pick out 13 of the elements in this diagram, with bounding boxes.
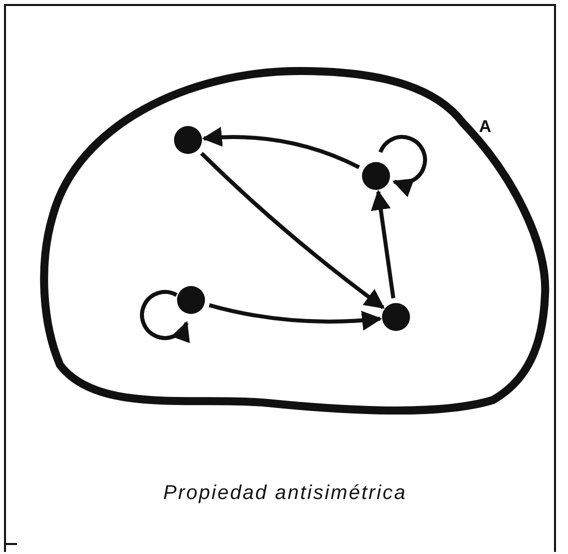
loop-arrow: [140, 290, 189, 344]
element-dot: [177, 286, 205, 314]
element-dot: [174, 126, 202, 154]
arrow: [200, 152, 385, 310]
element-dot: [382, 303, 410, 331]
arrow: [208, 303, 382, 330]
arrow: [202, 127, 360, 170]
arrow: [370, 190, 396, 298]
set-outline: [38, 65, 550, 417]
caption: Propiedad antisimétrica: [162, 482, 408, 505]
element-dot: [362, 162, 390, 190]
set-label: A: [479, 117, 492, 137]
loop-arrow: [378, 135, 427, 196]
